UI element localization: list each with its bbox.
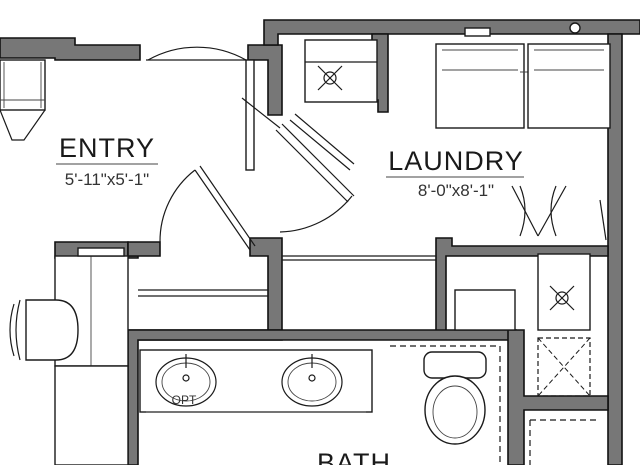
entry-door	[146, 46, 255, 171]
wall-laundry-top	[263, 19, 640, 46]
wall-laundry-right	[607, 33, 623, 465]
sink-option-label: OPT	[172, 393, 197, 407]
vent	[464, 27, 491, 37]
entry-closet	[0, 59, 46, 141]
sink-left	[155, 354, 217, 407]
laundry-room-dimensions: 8'-0"x8'-1"	[418, 181, 494, 200]
bath-room-name: BATH	[317, 448, 391, 465]
wall-entry-lower-b	[127, 241, 161, 257]
entry-room-name: ENTRY	[59, 133, 155, 163]
laundry-door	[275, 123, 355, 233]
linen-closet-doors	[511, 185, 607, 241]
laundry-counter	[282, 255, 436, 261]
desk-extension	[54, 365, 129, 465]
desk-chair	[9, 299, 79, 361]
laundry-bifold-door	[241, 97, 355, 171]
light-fixture	[569, 22, 581, 34]
wall-laundry-bottom-left	[249, 237, 283, 339]
shower	[390, 337, 600, 465]
dryer	[527, 43, 611, 129]
utility-closet	[454, 253, 591, 331]
hall-shelf	[138, 289, 268, 297]
wall-entry-top	[0, 37, 141, 61]
utility-light-icon	[549, 285, 575, 311]
sink-right	[281, 354, 343, 407]
wall-bath-right	[507, 329, 609, 465]
laundry-room-name: LAUNDRY	[388, 146, 524, 176]
laundry-closet	[304, 39, 378, 103]
entry-room: ENTRY 5'-11"x5'-1"	[0, 46, 256, 465]
laundry-room: LAUNDRY 8'-0"x8'-1"	[138, 39, 611, 331]
entry-lower-door	[159, 165, 256, 251]
toilet	[423, 351, 487, 445]
closet-light-icon	[317, 65, 343, 91]
washer	[435, 43, 600, 129]
bath-room: OPT BATH	[139, 337, 600, 465]
entry-room-dimensions: 5'-11"x5'-1"	[65, 170, 149, 189]
vanity: OPT	[139, 349, 373, 413]
walls	[0, 19, 640, 465]
